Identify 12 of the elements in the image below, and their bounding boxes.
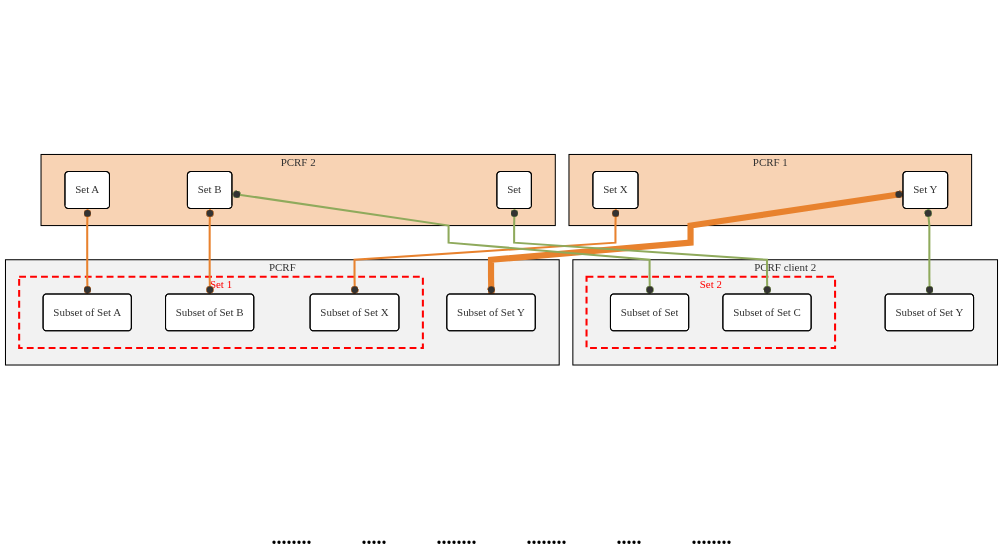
connector (83, 209, 92, 295)
ellipsis-label: ..... (361, 526, 387, 549)
ellipsis-label: ........ (271, 526, 312, 549)
connector (350, 209, 620, 295)
connector (510, 209, 772, 295)
ellipsis-label: ........ (436, 526, 477, 549)
connector (924, 208, 934, 295)
connector (205, 209, 215, 295)
ellipsis-label: ........ (526, 526, 567, 549)
ellipsis-label: ..... (616, 526, 642, 549)
ellipsis-label: ........ (691, 526, 732, 549)
connector (232, 190, 654, 295)
